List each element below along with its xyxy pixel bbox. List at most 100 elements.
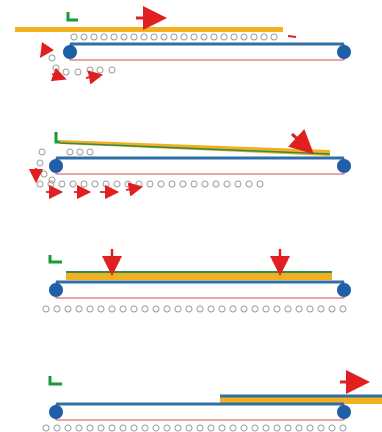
pin-dot	[339, 305, 347, 313]
pin-dot	[240, 305, 248, 313]
pin-dot	[130, 33, 138, 41]
start-marker-icon	[48, 376, 62, 386]
pin-dot	[170, 33, 178, 41]
pin-dot	[185, 424, 193, 432]
left-roller	[49, 283, 63, 297]
pin-dot	[306, 424, 314, 432]
pin-dot	[69, 180, 77, 188]
dot-row-top	[70, 33, 278, 41]
pin-dot	[218, 305, 226, 313]
pin-dot	[306, 305, 314, 313]
panel-4	[42, 370, 382, 432]
flow-arrow	[125, 182, 144, 197]
pin-dot	[100, 33, 108, 41]
pin-dot	[130, 305, 138, 313]
pin-dot	[174, 424, 182, 432]
pin-dot	[86, 148, 94, 156]
conveyor-frame	[55, 157, 345, 175]
pin-dot	[135, 180, 143, 188]
pin-dot	[262, 424, 270, 432]
start-marker-icon	[66, 12, 78, 22]
loop-dot	[96, 66, 104, 74]
pin-dot	[141, 305, 149, 313]
pin-dot	[90, 33, 98, 41]
loop-dot	[36, 159, 44, 167]
panel-1	[15, 6, 351, 76]
pin-dot	[75, 424, 83, 432]
pin-dot	[218, 424, 226, 432]
pin-dot	[270, 33, 278, 41]
left-roller	[49, 159, 63, 173]
pin-dot	[86, 424, 94, 432]
pin-dot	[86, 305, 94, 313]
pin-dot	[240, 424, 248, 432]
left-roller	[63, 45, 77, 59]
pin-dot	[180, 33, 188, 41]
pin-dot	[150, 33, 158, 41]
pin-dot	[102, 180, 110, 188]
pin-dot	[223, 180, 231, 188]
pin-dot	[97, 305, 105, 313]
conveyor-frame	[55, 281, 345, 299]
pin-dot	[36, 180, 44, 188]
pin-dot	[66, 148, 74, 156]
pin-dot	[163, 424, 171, 432]
pin-dot	[75, 305, 83, 313]
pin-dot	[91, 180, 99, 188]
small-arrow	[287, 35, 297, 38]
press-arrow	[288, 129, 314, 155]
start-marker-icon	[48, 255, 62, 264]
pin-dot	[110, 33, 118, 41]
pin-dot	[64, 424, 72, 432]
flow-arrow	[50, 67, 67, 82]
pin-dot	[130, 424, 138, 432]
pin-dot	[190, 33, 198, 41]
pin-dot	[328, 424, 336, 432]
loop-dot	[108, 66, 116, 74]
pin-dot	[119, 305, 127, 313]
pin-dot	[113, 180, 121, 188]
pin-dot	[124, 180, 132, 188]
pin-dot	[58, 180, 66, 188]
pin-dot	[70, 33, 78, 41]
pin-dot	[53, 305, 61, 313]
pin-dot	[190, 180, 198, 188]
pin-dot	[160, 33, 168, 41]
pin-dot	[328, 305, 336, 313]
pin-dot	[146, 180, 154, 188]
pin-dot	[251, 305, 259, 313]
loop-dot	[40, 170, 48, 178]
pin-dot	[47, 180, 55, 188]
loop-dot	[52, 64, 60, 72]
pin-dot	[157, 180, 165, 188]
pin-dot	[210, 33, 218, 41]
pin-dot	[201, 180, 209, 188]
pin-dot	[53, 424, 61, 432]
pin-dot	[168, 180, 176, 188]
pin-dot	[317, 424, 325, 432]
right-roller	[337, 405, 351, 419]
pin-dot	[250, 33, 258, 41]
pin-dot	[260, 33, 268, 41]
dot-row-bottom	[42, 424, 347, 432]
panel-3	[42, 249, 351, 313]
dot-row-bottom	[36, 180, 264, 188]
pin-dot	[207, 424, 215, 432]
pin-dot	[251, 424, 259, 432]
pin-dot	[185, 305, 193, 313]
pin-dot	[230, 33, 238, 41]
pin-dot	[174, 305, 182, 313]
dot-row-bottom	[42, 305, 347, 313]
panel-2	[36, 129, 351, 188]
pin-dot	[207, 305, 215, 313]
loop-dot	[62, 68, 70, 76]
pin-dot	[273, 305, 281, 313]
conveyor-frame	[69, 43, 345, 61]
pin-dot	[200, 33, 208, 41]
loop-dot	[38, 148, 46, 156]
pin-dot	[119, 424, 127, 432]
pin-dot	[64, 305, 72, 313]
conveyor-frame	[55, 403, 345, 421]
